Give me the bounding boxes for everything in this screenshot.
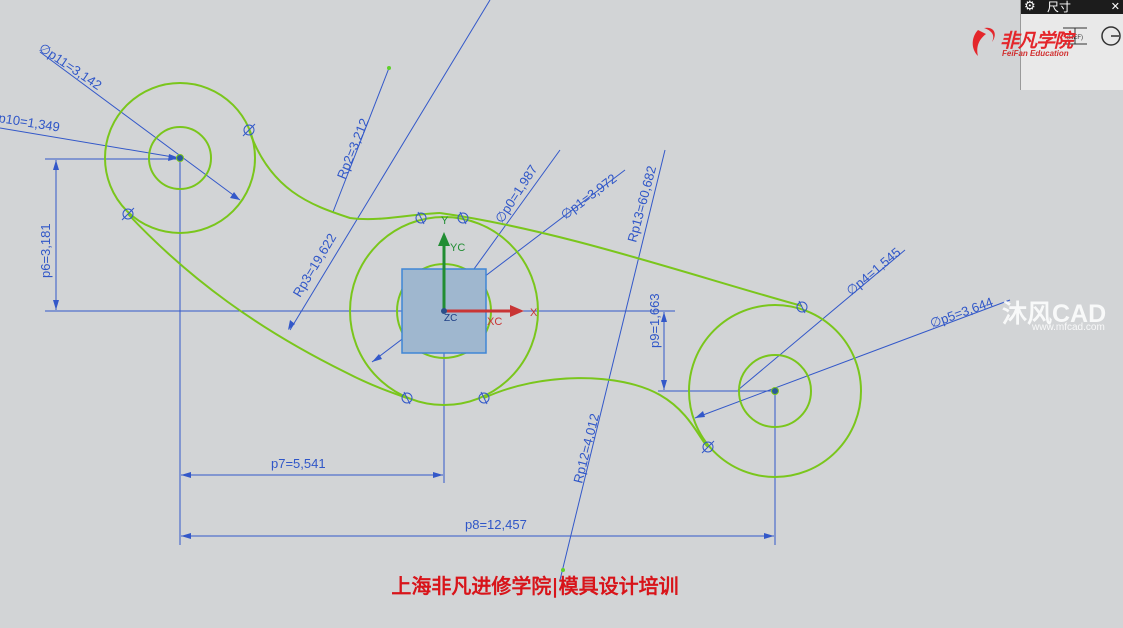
rp2-endpoint [387,66,391,70]
wcs-y-arrow [438,232,450,246]
wcs-x-arrow [510,305,524,317]
leader-rp2 [332,67,390,213]
reference-line-top [289,0,491,331]
dimension-p8[interactable]: p8=12,457 [465,517,527,532]
left-boss-outer-circle[interactable] [104,82,256,234]
rp12-endpoint [561,568,565,572]
brand-subtitle: FeiFan Education [1002,49,1069,58]
dimension-p8-arrow-left [181,533,191,539]
close-icon[interactable]: ✕ [1110,1,1120,13]
dimension-p6[interactable]: p6=3,181 [38,223,53,278]
dimension-p6-arrow-top [53,160,59,170]
leader-rp3-arrow [288,320,295,330]
reference-line-rp12 [559,149,666,581]
watermark-name: 沐风CAD [1002,300,1107,328]
top-tangent-line[interactable] [439,212,803,307]
right-boss-inner-circle[interactable] [738,354,812,428]
leader-p5-arrow [695,411,705,418]
leader-p4 [737,249,906,391]
dimension-rp12[interactable]: Rp12=4,012 [570,412,602,485]
dimension-p7-arrow-right [433,472,443,478]
axis-xc-label: XC [487,316,502,328]
axis-x-label: X [530,307,538,319]
left-center-point[interactable] [176,154,184,162]
watermark-url: www.mfcad.com [1032,322,1105,333]
dimension-p5[interactable]: ∅p5=3,644 [928,294,995,331]
dimension-p10[interactable]: p10=1,349 [0,110,61,134]
axis-y-label: Y [441,215,449,227]
center-outer-circle[interactable] [349,216,539,406]
dimension-p4[interactable]: ∅p4=1,545 [843,244,903,298]
toolbar-title: 尺寸 [1047,0,1072,14]
angular-dimension-button[interactable] [1097,22,1123,50]
brand-name: 非凡学院 [1000,31,1073,52]
axis-zc-label: ZC [444,313,457,324]
right-boss-outer-circle[interactable] [688,304,862,478]
dimension-p7-arrow-left [181,472,191,478]
dimension-rp13[interactable]: Rp13=60,682 [624,164,659,244]
constraint-markers [121,123,808,454]
ref-dimension-button[interactable]: (REF) [1061,22,1089,50]
dimension-toolbar: ⚙ 尺寸 ✕ (REF) [1020,0,1123,90]
wcs-origin [441,308,447,314]
dimension-p9-arrow-top [661,312,667,322]
gear-icon[interactable]: ⚙ [1024,0,1036,13]
right-center-point[interactable] [771,387,779,395]
dimension-p0[interactable]: ∅p0=1,987 [492,162,540,225]
brand-logo-icon [972,27,995,56]
dimension-p6-arrow-bottom [53,300,59,310]
caption-text: 上海非凡进修学院|模具设计培训 [391,574,679,598]
dimension-p1[interactable]: ∅p1=3,972 [558,171,620,223]
ref-label: (REF) [1067,35,1083,41]
dimension-p7[interactable]: p7=5,541 [271,456,326,471]
dimension-p9-arrow-bottom [661,380,667,390]
leader-p11-arrow [230,192,240,200]
axis-yc-label: YC [450,242,465,254]
left-boss-inner-circle[interactable] [148,126,212,190]
bottom-left-arc[interactable] [127,213,408,399]
leader-p10-arrow [168,154,179,161]
dimension-p8-arrow-right [764,533,774,539]
leader-p5 [694,299,1011,419]
bottom-right-arc[interactable] [483,377,709,448]
top-connecting-arc[interactable] [248,129,441,221]
dimension-p11[interactable]: ∅p11=3,142 [36,40,104,93]
toolbar-title-bar: ⚙ 尺寸 ✕ [1021,0,1123,14]
dimension-rp2[interactable]: Rp2=3,212 [334,116,372,181]
leader-p1-arrow [372,354,382,362]
dimension-p9[interactable]: p9=1,663 [647,293,662,348]
